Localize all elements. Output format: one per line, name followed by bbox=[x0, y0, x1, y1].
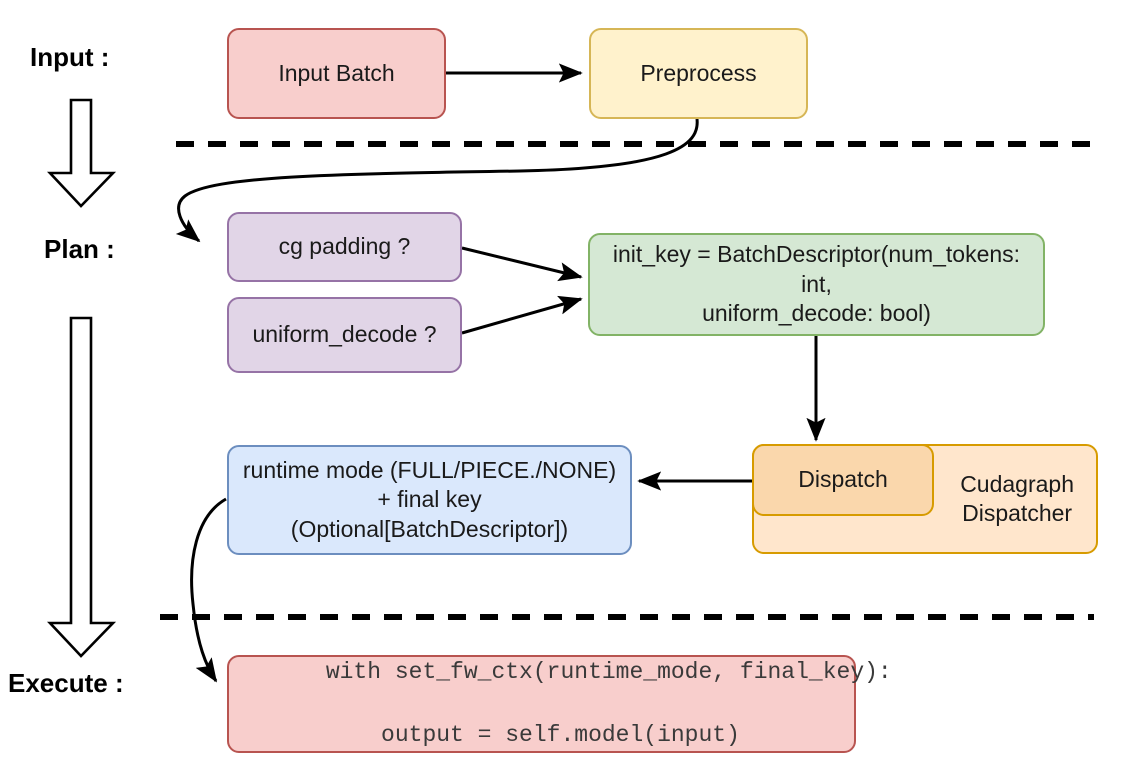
block-arrow-input-to-plan bbox=[46, 98, 117, 208]
node-dispatch[interactable]: Dispatch bbox=[752, 444, 934, 516]
arrow-uniform-decode-to-init-key bbox=[461, 295, 583, 335]
node-runtime-mode[interactable]: runtime mode (FULL/PIECE./NONE) + final … bbox=[227, 445, 632, 555]
node-dispatch-label: Dispatch bbox=[798, 466, 888, 493]
arrow-runtime-mode-to-execute-code bbox=[190, 497, 227, 683]
block-arrow-plan-to-execute bbox=[46, 316, 117, 658]
stage-label-input: Input : bbox=[30, 42, 110, 72]
arrow-cg-padding-to-init-key bbox=[461, 246, 583, 282]
node-uniform-decode-label: uniform_decode ? bbox=[252, 321, 437, 348]
node-runtime-mode-label-line2: + final key (Optional[BatchDescriptor]) bbox=[290, 486, 569, 542]
node-preprocess-label: Preprocess bbox=[640, 59, 757, 86]
node-init-key-label-line1: init_key = BatchDescriptor(num_tokens: i… bbox=[612, 241, 1021, 297]
node-execute-code-line1: with set_fw_ctx(runtime_mode, final_key)… bbox=[325, 659, 892, 686]
node-init-key[interactable]: init_key = BatchDescriptor(num_tokens: i… bbox=[588, 233, 1045, 336]
node-cg-padding-label: cg padding ? bbox=[278, 233, 411, 260]
node-cudagraph-dispatcher-label-line2: Dispatcher bbox=[962, 500, 1073, 526]
node-input-batch-label: Input Batch bbox=[278, 59, 395, 86]
node-input-batch[interactable]: Input Batch bbox=[227, 28, 446, 119]
node-cudagraph-dispatcher-label-line1: Cudagraph bbox=[960, 470, 1074, 497]
stage-label-execute: Execute : bbox=[8, 668, 124, 698]
node-init-key-label-line2: uniform_decode: bool) bbox=[702, 300, 931, 327]
node-execute-code-line2: output = self.model(input) bbox=[325, 721, 740, 748]
stage-label-plan: Plan : bbox=[44, 234, 115, 264]
node-cg-padding[interactable]: cg padding ? bbox=[227, 212, 462, 282]
node-uniform-decode[interactable]: uniform_decode ? bbox=[227, 297, 462, 373]
node-preprocess[interactable]: Preprocess bbox=[589, 28, 808, 119]
node-runtime-mode-label-line1: runtime mode (FULL/PIECE./NONE) bbox=[242, 456, 617, 483]
node-execute-code[interactable]: with set_fw_ctx(runtime_mode, final_key)… bbox=[227, 655, 892, 753]
